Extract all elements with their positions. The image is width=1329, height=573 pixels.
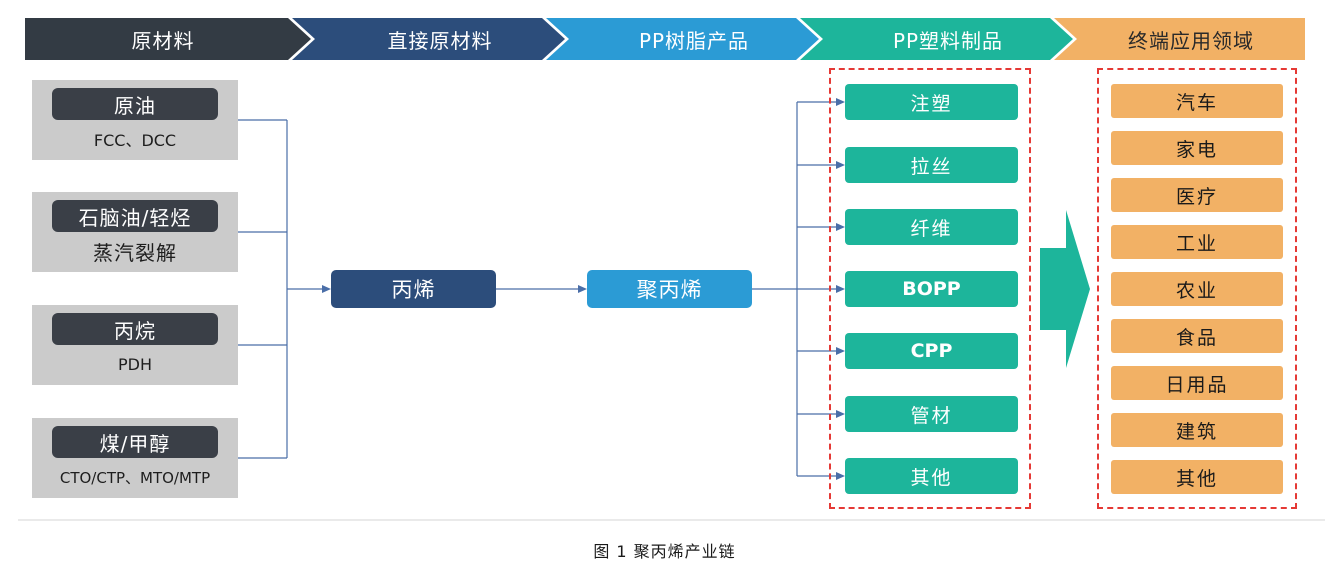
header-stage-2: PP树脂产品 <box>569 18 819 60</box>
application-industry: 工业 <box>1111 225 1283 259</box>
figure-caption: 图 1 聚丙烯产业链 <box>593 542 736 561</box>
header-stage-3: PP塑料制品 <box>823 18 1073 60</box>
raw-material-process: CTO/CTP、MTO/MTP <box>59 468 211 487</box>
plastic-product-other: 其他 <box>845 458 1018 494</box>
application-auto: 汽车 <box>1111 84 1283 118</box>
plastic-connector-lines <box>752 101 836 477</box>
arrow-to-propylene <box>322 285 331 293</box>
plastic-product-bopp: BOPP <box>845 271 1018 307</box>
application-other: 其他 <box>1111 460 1283 494</box>
header-stage-0: 原材料 <box>25 18 311 60</box>
raw-material-title: 丙烷 <box>52 313 218 345</box>
header-stage-shape-1 <box>292 18 565 60</box>
header-stage-1: 直接原材料 <box>315 18 565 60</box>
application-medical: 医疗 <box>1111 178 1283 212</box>
header-stage-label-2: PP树脂产品 <box>638 28 750 53</box>
raw-material-process: 蒸汽裂解 <box>93 240 177 265</box>
application-food: 食品 <box>1111 319 1283 353</box>
plastic-products-group <box>829 68 1031 509</box>
raw-material-title: 石脑油/轻烃 <box>52 200 218 232</box>
plastic-product-fiber: 纤维 <box>845 209 1018 245</box>
header-stage-label-3: PP塑料制品 <box>892 28 1004 53</box>
raw-material-card-naphtha: 石脑油/轻烃 蒸汽裂解 <box>32 192 238 272</box>
raw-connector-lines <box>238 119 322 459</box>
application-daily-goods: 日用品 <box>1111 366 1283 400</box>
raw-material-card-coal-methanol: 煤/甲醇 CTO/CTP、MTO/MTP <box>32 418 238 498</box>
application-appliance: 家电 <box>1111 131 1283 165</box>
header-stage-shape-0 <box>25 18 311 60</box>
raw-material-process: FCC、DCC <box>93 131 177 150</box>
raw-material-card-crude-oil: 原油 FCC、DCC <box>32 80 238 160</box>
header-stage-label-1: 直接原材料 <box>387 28 493 53</box>
propylene-node: 丙烯 <box>331 270 496 308</box>
application-construction: 建筑 <box>1111 413 1283 447</box>
header-stage-shape-2 <box>546 18 819 60</box>
header-stage-4: 终端应用领域 <box>1077 18 1305 60</box>
polypropylene-node: 聚丙烯 <box>587 270 752 308</box>
big-flow-arrow <box>1040 210 1090 368</box>
raw-material-title: 原油 <box>52 88 218 120</box>
plastic-product-pipe: 管材 <box>845 396 1018 432</box>
arrow-to-pp <box>578 285 587 293</box>
raw-material-card-propane: 丙烷 PDH <box>32 305 238 385</box>
application-agriculture: 农业 <box>1111 272 1283 306</box>
header-stage-label-4: 终端应用领域 <box>1128 28 1254 53</box>
plastic-product-wire-drawing: 拉丝 <box>845 147 1018 183</box>
raw-material-process: PDH <box>118 354 152 374</box>
plastic-arrowheads <box>836 98 845 480</box>
plastic-product-injection: 注塑 <box>845 84 1018 120</box>
header-stage-shape-4 <box>1054 18 1305 60</box>
plastic-product-cpp: CPP <box>845 333 1018 369</box>
header-stage-label-0: 原材料 <box>131 28 195 53</box>
applications-group <box>1097 68 1297 509</box>
raw-material-title: 煤/甲醇 <box>52 426 218 458</box>
header-stage-shape-3 <box>800 18 1073 60</box>
